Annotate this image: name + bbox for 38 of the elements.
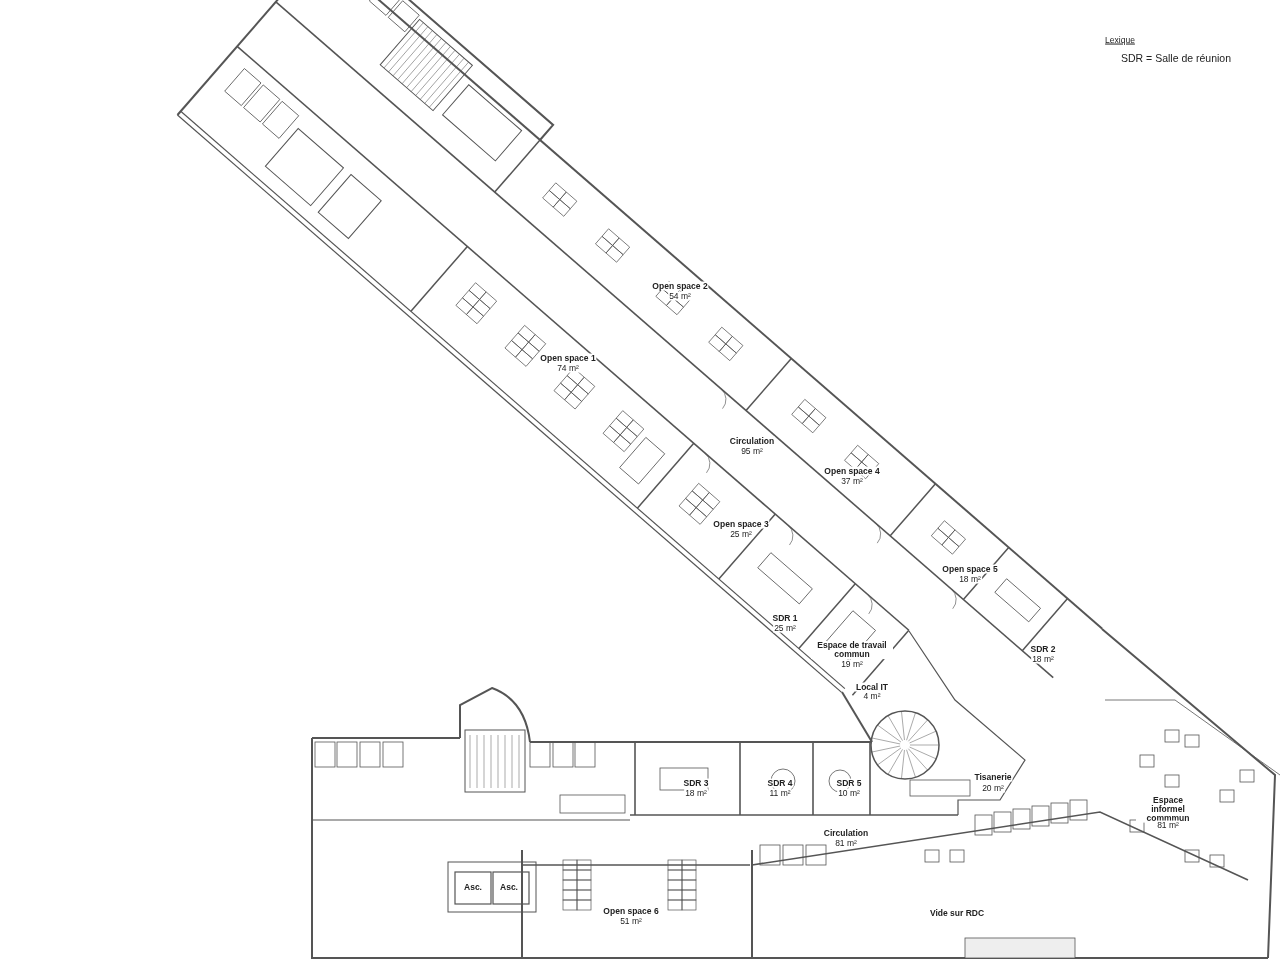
room-name: Asc.	[499, 882, 519, 892]
room-name: Open space 1	[539, 353, 597, 363]
legend-entry: SDR = Salle de réunion	[1120, 53, 1233, 64]
room-area: 18 m²	[684, 788, 708, 798]
room-name: Local IT	[854, 682, 890, 692]
room-area: 37 m²	[840, 476, 864, 486]
room-name: Open space 2	[651, 281, 709, 291]
room-name: Open space 5	[941, 564, 999, 574]
room-area: 25 m²	[773, 623, 797, 633]
room-name: Circulation	[728, 436, 776, 446]
room-area: 25 m²	[729, 529, 753, 539]
room-name: Espace de travail commun	[811, 641, 893, 659]
room-name: SDR 5	[835, 778, 863, 788]
room-area: 51 m²	[619, 916, 643, 926]
room-name: Open space 6	[602, 906, 660, 916]
room-area: 95 m²	[740, 446, 764, 456]
room-name: Vide sur RDC	[928, 908, 986, 918]
room-area: 4 m²	[862, 691, 882, 701]
room-area: 11 m²	[768, 788, 792, 798]
room-name: SDR 3	[682, 778, 710, 788]
room-name: Open space 3	[712, 519, 770, 529]
room-name: SDR 2	[1029, 644, 1057, 654]
room-name: Tisanerie	[973, 772, 1013, 782]
room-area: 20 m²	[981, 783, 1005, 793]
room-area: 10 m²	[837, 788, 861, 798]
room-area: 18 m²	[1031, 654, 1055, 664]
room-name: Open space 4	[823, 466, 881, 476]
room-area: 81 m²	[1156, 820, 1180, 830]
room-area: 19 m²	[840, 659, 864, 669]
room-area: 54 m²	[668, 291, 692, 301]
room-name: SDR 1	[771, 613, 799, 623]
room-area: 81 m²	[834, 838, 858, 848]
room-name: Circulation	[822, 828, 870, 838]
legend-title: Lexique	[1104, 35, 1136, 45]
room-area: 74 m²	[556, 363, 580, 373]
room-area: 18 m²	[958, 574, 982, 584]
room-name: SDR 4	[766, 778, 794, 788]
room-name: Asc.	[463, 882, 483, 892]
